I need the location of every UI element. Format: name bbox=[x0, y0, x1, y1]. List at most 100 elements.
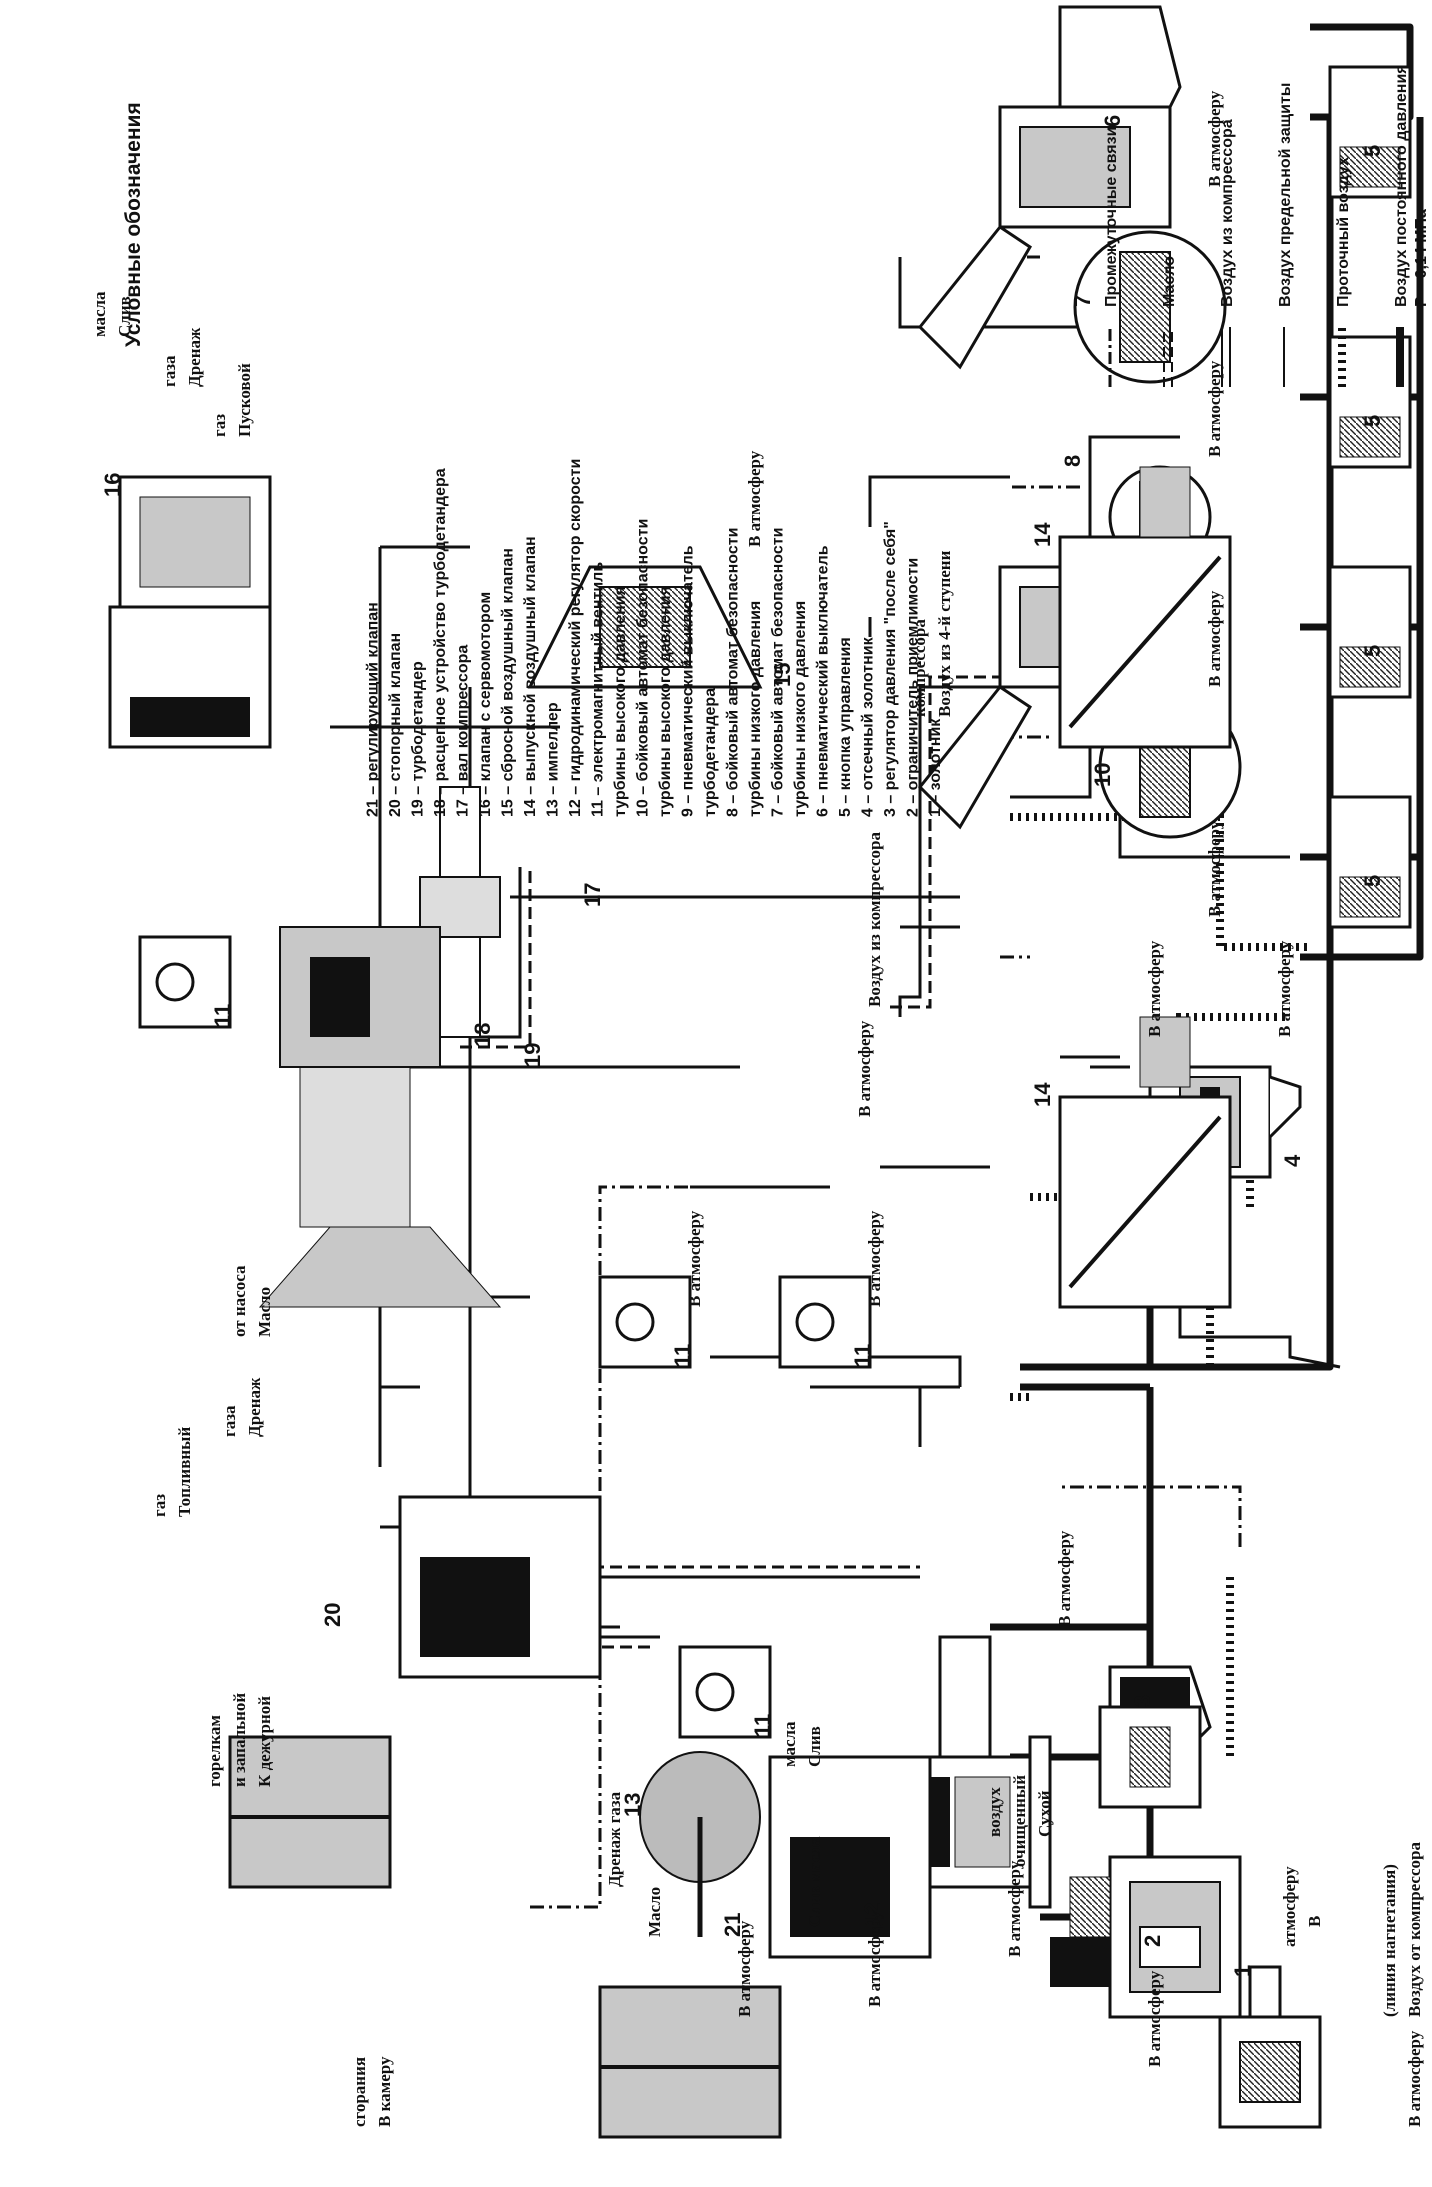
component-list-row: 18 – расцепное устройство турбодетандера bbox=[432, 468, 449, 817]
legend-item-label: Масло bbox=[1161, 256, 1178, 307]
component-2-limiter bbox=[1050, 1855, 1242, 2019]
num-15: 15 bbox=[770, 663, 795, 687]
label-to-atmosphere-16: В атмосферу bbox=[735, 1920, 754, 2017]
component-list-row: 1 – золотник bbox=[927, 718, 944, 817]
component-list-row: турбины низкого давления bbox=[747, 601, 764, 817]
num-11a: 11 bbox=[850, 1344, 875, 1367]
label-oil: Масло bbox=[645, 1887, 664, 1937]
component-list-row: 19 – турбодетандер bbox=[410, 661, 427, 817]
num-10: 10 bbox=[1090, 763, 1115, 787]
label-to-atmosphere-15: В атмосферу bbox=[865, 1910, 884, 2007]
legend-item-label: Промежуточные связи bbox=[1103, 127, 1120, 307]
label-to-burners-3: горелкам bbox=[205, 1715, 224, 1787]
component-6-pneumatic-switch bbox=[917, 5, 1182, 370]
protection-air-lines bbox=[330, 257, 1341, 1629]
num-8: 8 bbox=[1060, 455, 1085, 467]
label-to-chamber-1: В камеру bbox=[375, 2056, 394, 2127]
component-11-solenoids bbox=[138, 935, 872, 1739]
num-12: 12 bbox=[860, 1903, 885, 1927]
component-list-row: 17 – вал компрессора bbox=[455, 645, 472, 817]
component-20-stop-valve bbox=[228, 1495, 602, 1889]
legend-item-label: Воздух предельной защиты bbox=[1277, 83, 1294, 307]
label-start-gas-1: Пусковой bbox=[235, 363, 254, 437]
num-5a: 5 bbox=[1360, 875, 1385, 887]
component-list-row: 2 – ограничитель приемлимости bbox=[905, 558, 922, 817]
num-11d: 11 bbox=[210, 1004, 235, 1027]
legend-title: Условные обозначения bbox=[122, 102, 145, 347]
num-3: 3 bbox=[1130, 1695, 1155, 1707]
label-oil-from-pump-1: Масло bbox=[255, 1287, 274, 1337]
label-gas-drain-2: газа bbox=[220, 1405, 239, 1437]
label-air-stage4-2: компрессора bbox=[910, 619, 929, 717]
component-list-row: 20 – стопорный клапан bbox=[387, 633, 404, 817]
label-fuel-gas-1: Топливный bbox=[175, 1427, 194, 1517]
num-16: 16 bbox=[100, 473, 125, 497]
num-4: 4 bbox=[1280, 1154, 1305, 1167]
component-5-buttons bbox=[1328, 65, 1412, 929]
label-fuel-gas-2: газ bbox=[150, 1494, 169, 1517]
label-oil-drain-4: масла bbox=[90, 291, 109, 337]
component-7-trip-detail bbox=[1073, 230, 1227, 384]
component-16-servo-valve bbox=[108, 475, 272, 749]
component-list-row: 21 – регулирующий клапан bbox=[365, 602, 382, 817]
component-list-row: турбодетандера bbox=[702, 688, 719, 817]
label-to-atmosphere-10: В атмосферу bbox=[865, 1210, 884, 1307]
legend-item-label: Воздух из компрессора bbox=[1219, 119, 1236, 307]
num-1: 1 bbox=[1230, 1965, 1255, 1977]
label-to-atmosphere-6: В атмосферу bbox=[1205, 820, 1224, 917]
flow-labels: В атмосферу Воздух от компрессора (линия… bbox=[90, 90, 1424, 2127]
component-list-row: 3 – регулятор давления "после себя" bbox=[882, 521, 899, 817]
component-list-row: 4 – отсечный золотник bbox=[860, 636, 877, 817]
label-to-atmosphere-11: В атмосферу bbox=[685, 1210, 704, 1307]
legend: Условные обозначения Воздух постоянного … bbox=[122, 64, 1430, 387]
component-21-control-valve bbox=[598, 1755, 932, 2139]
label-gas-drain-4: газа bbox=[160, 355, 179, 387]
label-to-atmosphere-2: В атмосферу bbox=[1145, 1970, 1164, 2067]
label-to-burners-2: и запальной bbox=[230, 1693, 249, 1787]
num-2: 2 bbox=[1140, 1935, 1165, 1947]
legend-item-sublabel: P = 0,14 МПа bbox=[1413, 209, 1430, 307]
label-dry-air-3: воздух bbox=[985, 1787, 1004, 1837]
label-to-atmosphere-7: В атмосферу bbox=[1205, 590, 1224, 687]
label-dry-air-1: Сухой bbox=[1035, 1790, 1054, 1837]
label-start-gas-2: газ bbox=[210, 414, 229, 437]
component-list: 1 – золотник 2 – ограничитель приемлимост… bbox=[365, 459, 945, 817]
num-5d: 5 bbox=[1360, 145, 1385, 157]
component-list-row: 10 – бойковый автомат безопасности bbox=[635, 519, 652, 817]
label-oil-drain-1: Слив bbox=[805, 1726, 824, 1767]
label-to-atmosphere-5: В атмосферу bbox=[1275, 940, 1294, 1037]
label-oil-from-pump-2: от насоса bbox=[230, 1265, 249, 1337]
component-3-pressure-regulator bbox=[1098, 1665, 1212, 1809]
component-list-row: 13 – импеллер bbox=[545, 702, 562, 817]
num-21: 21 bbox=[720, 1913, 745, 1937]
label-air-from-compressor: Воздух из компрессора bbox=[865, 832, 884, 1007]
label-to-atmosphere-14: В атмосферу bbox=[1055, 1530, 1074, 1627]
label-oil-drain-3: Слив bbox=[115, 296, 134, 337]
component-15-bleed-valve bbox=[527, 565, 763, 689]
label-compressor-air-1: Воздух от компрессора bbox=[1405, 1842, 1424, 2017]
component-list-row: 11 – электромагнитный вентиль bbox=[590, 562, 607, 817]
component-list-row: 8 – бойковый автомат безопасности bbox=[725, 528, 742, 817]
num-13: 13 bbox=[620, 1793, 645, 1817]
component-list-row: 12 – гидродинамический регулятор скорост… bbox=[567, 459, 584, 817]
num-11c: 11 bbox=[750, 1714, 775, 1737]
component-13-impeller bbox=[639, 1751, 761, 1937]
component-17-shaft bbox=[419, 786, 501, 1038]
label-to-atmosphere-1: В атмосферу bbox=[1405, 2030, 1424, 2127]
num-6: 6 bbox=[1100, 115, 1125, 127]
component-numbers: 1 2 3 4 5 5 5 5 6 7 8 10 11 11 11 11 12 … bbox=[100, 115, 1385, 1977]
label-to-atmosphere-3: В атмосферу bbox=[1005, 1860, 1024, 1957]
component-list-row: турбины высокого давления bbox=[657, 586, 674, 817]
num-17: 17 bbox=[580, 883, 605, 907]
label-to-atmosphere-13: В атмосферу bbox=[745, 450, 764, 547]
label-air-stage4-1: Воздух из 4-й ступени bbox=[935, 550, 954, 717]
label-to-atmosphere-split-1: В bbox=[1305, 1916, 1324, 1927]
num-5b: 5 bbox=[1360, 645, 1385, 657]
num-11b: 11 bbox=[670, 1344, 695, 1367]
legend-item-label: Воздух постоянного давления bbox=[1393, 64, 1410, 307]
component-list-row: турбины высокого давления bbox=[612, 586, 629, 817]
